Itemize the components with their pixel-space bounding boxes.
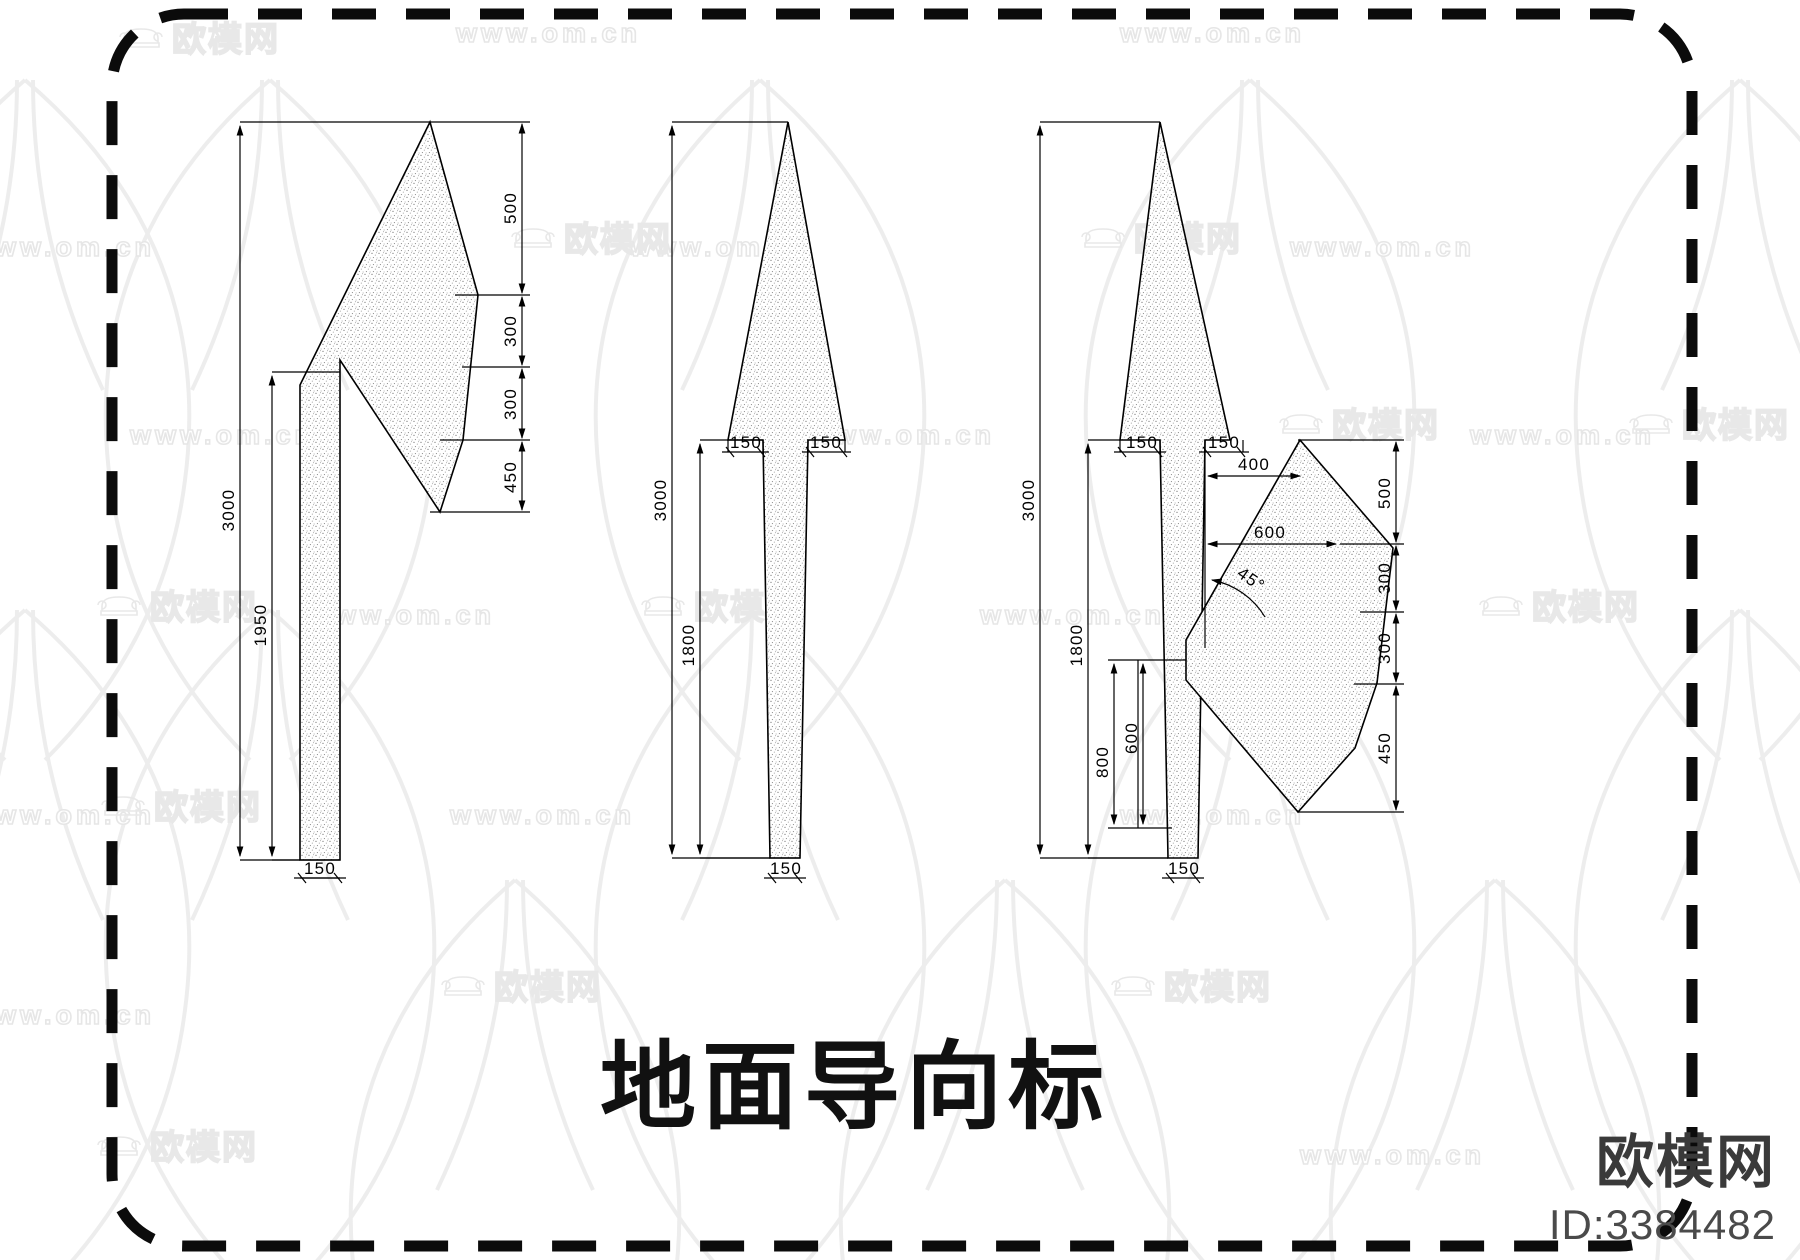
dim-300a-fig1: 300 xyxy=(501,315,520,347)
dim-300a-fig3: 300 xyxy=(1375,562,1394,594)
figure-2-straight-arrow: 3000 1800 150 150 150 xyxy=(651,121,851,884)
dim-150-bottom-fig2: 150 xyxy=(770,859,802,878)
dim-150-right-fig2: 150 xyxy=(810,433,842,452)
page-title: 地面导向标 xyxy=(600,1034,1110,1141)
dim-150-left-fig2: 150 xyxy=(730,433,762,452)
dim-1800-fig2: 1800 xyxy=(679,624,698,667)
dim-1950-fig1: 1950 xyxy=(251,604,270,647)
dim-1800-fig3: 1800 xyxy=(1067,624,1086,667)
dim-450-fig3: 450 xyxy=(1375,732,1394,764)
dim-800-fig3: 800 xyxy=(1093,746,1112,778)
asset-id: ID:3384482 xyxy=(1548,1201,1776,1248)
figure-3-combined-arrow: 3000 1800 150 150 400 600 4 xyxy=(1019,121,1404,884)
dim-150-fig1: 150 xyxy=(304,859,336,878)
dim-150-bottom-fig3: 150 xyxy=(1168,859,1200,878)
dim-500-fig3: 500 xyxy=(1375,477,1394,509)
dim-400-fig3: 400 xyxy=(1238,455,1270,474)
dim-450-fig1: 450 xyxy=(501,461,520,493)
dim-150-left-fig3: 150 xyxy=(1126,433,1158,452)
dim-3000-fig1: 3000 xyxy=(219,489,238,532)
dim-300b-fig3: 300 xyxy=(1375,632,1394,664)
dim-150-right-fig3: 150 xyxy=(1208,433,1240,452)
dim-600-lower-fig3: 600 xyxy=(1122,722,1141,754)
dim-600-fig3: 600 xyxy=(1254,523,1286,542)
dim-3000-fig3: 3000 xyxy=(1019,479,1038,522)
figure-1-turn-arrow: 3000 1950 500 300 300 450 150 xyxy=(219,119,530,884)
dim-3000-fig2: 3000 xyxy=(651,479,670,522)
dim-300b-fig1: 300 xyxy=(501,388,520,420)
dim-500-fig1: 500 xyxy=(501,192,520,224)
brand-name: 欧模网 xyxy=(1595,1130,1776,1195)
